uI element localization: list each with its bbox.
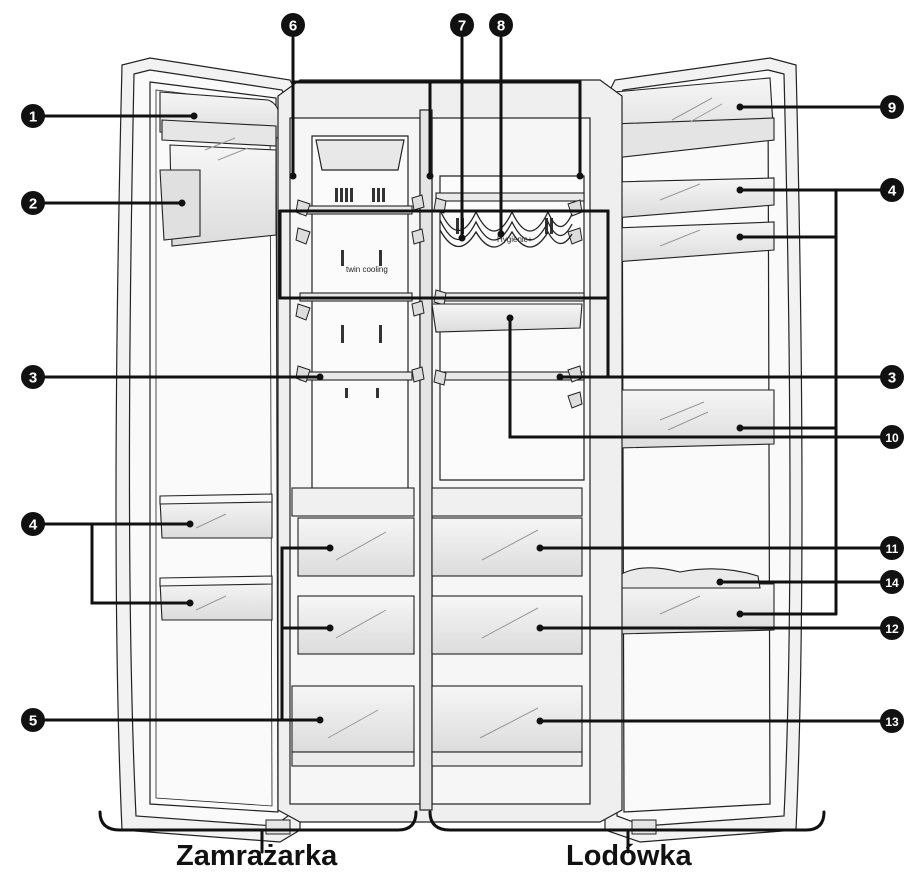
- callout-number: 4: [888, 183, 897, 200]
- callout-badge-8: 8: [489, 13, 513, 37]
- fridge-caption: Lodówka: [566, 840, 692, 872]
- left-panel-logo: twin cooling: [346, 265, 388, 274]
- callout-badge-11: 11: [880, 536, 904, 560]
- callout-number: 14: [885, 576, 899, 590]
- callout-badge-12: 12: [880, 616, 904, 640]
- leader-lines: [42, 36, 882, 723]
- callout-number: 3: [888, 370, 896, 387]
- fridge-door: [604, 57, 803, 843]
- callout-badge-4-left: 4: [21, 512, 45, 536]
- callout-number: 7: [458, 18, 466, 35]
- callout-badge-3-left: 3: [21, 365, 45, 389]
- callout-number: 1: [29, 109, 37, 126]
- callout-badge-1: 1: [21, 104, 45, 128]
- callout-badge-10: 10: [880, 425, 904, 449]
- callout-badge-5: 5: [21, 708, 45, 732]
- callout-number: 8: [497, 18, 505, 35]
- bottom-drawers: [291, 487, 583, 767]
- callout-number: 13: [885, 715, 899, 729]
- callout-number: 9: [888, 100, 896, 117]
- right-panel-logo: Hygienic+: [497, 235, 533, 244]
- callout-badge-9: 9: [880, 95, 904, 119]
- leader-dots: [178, 103, 744, 725]
- callout-number: 10: [885, 431, 899, 445]
- callout-badge-3-right: 3: [880, 365, 904, 389]
- callout-badge-13: 13: [880, 709, 904, 733]
- freezer-door: [115, 57, 301, 843]
- section-braces: [98, 810, 826, 854]
- gloss-streaks: [195, 97, 723, 739]
- freezer-caption: Zamrażarka: [176, 840, 338, 872]
- callout-number: 11: [886, 542, 899, 556]
- callout-badge-6: 6: [281, 13, 305, 37]
- callout-number: 12: [885, 622, 899, 636]
- freezer-brace: [98, 810, 418, 832]
- callout-number: 3: [29, 370, 37, 387]
- callout-badge-7: 7: [450, 13, 474, 37]
- callout-number: 5: [29, 713, 37, 730]
- callout-badge-2: 2: [21, 191, 45, 215]
- callout-number: 6: [289, 18, 297, 35]
- callout-badge-14: 14: [880, 570, 904, 594]
- callout-badge-4-right: 4: [880, 178, 904, 202]
- freezer-door-bins: [159, 91, 281, 621]
- callout-number: 2: [29, 196, 37, 213]
- callout-number: 4: [29, 517, 38, 534]
